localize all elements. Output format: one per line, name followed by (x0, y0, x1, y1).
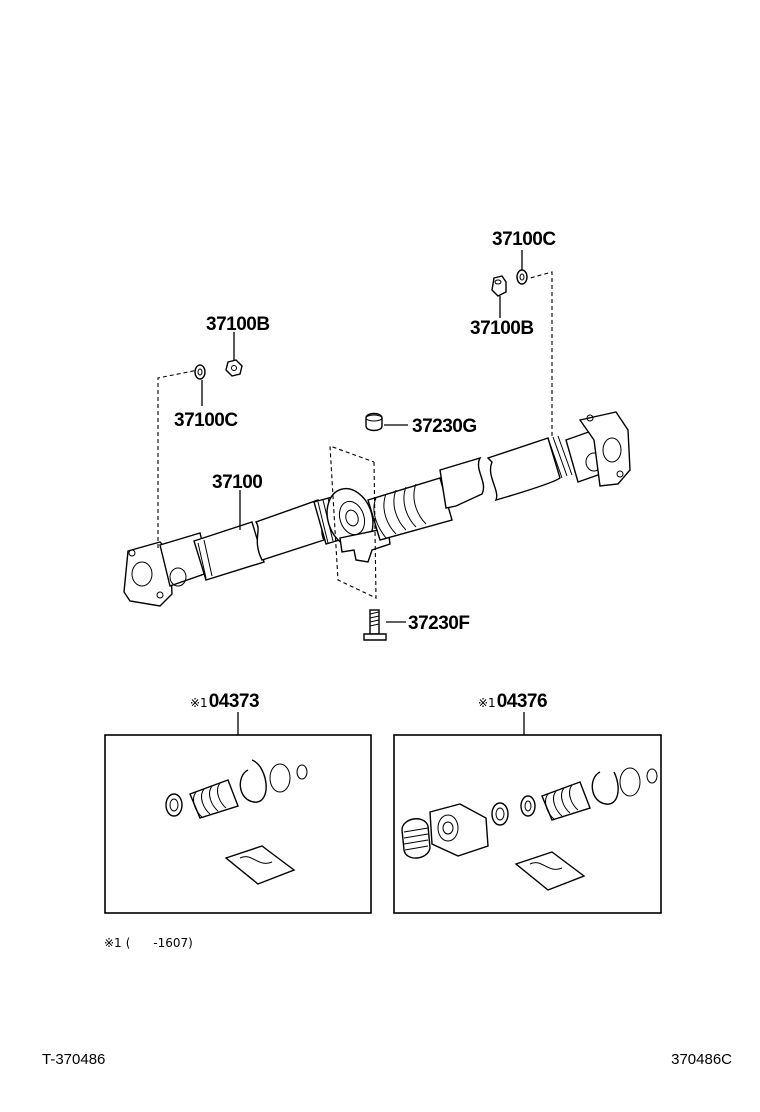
bolt-37230f (363, 609, 387, 641)
kit-04373: ※104373 (104, 691, 372, 914)
kit-04376: ※104376 (393, 691, 662, 914)
callout-37100c-left: 37100C (174, 410, 238, 431)
callout-37100b-right: 37100B (470, 318, 534, 339)
kit-04376-label: ※104376 (478, 691, 547, 712)
callout-37230g: 37230G (412, 416, 477, 437)
footnote: ※1 ( -1607) (104, 936, 193, 950)
nut-37100b-left (225, 359, 243, 377)
callout-37100: 37100 (212, 472, 262, 493)
nut-37100b-right (491, 275, 507, 297)
kit-04373-part-no: 04373 (209, 691, 259, 712)
kit-04373-box (104, 734, 372, 914)
front-tube (193, 495, 347, 581)
washer-37100c-right (516, 269, 528, 285)
kit-04373-label: ※104373 (190, 691, 259, 712)
callout-37230f: 37230F (408, 613, 469, 634)
spacer-37230g (365, 412, 383, 432)
footnote-marker: ※1 (104, 936, 122, 950)
washer-37100c-left (194, 364, 206, 380)
footer-left-code: T-370486 (42, 1051, 105, 1068)
kit-04376-marker: ※1 (478, 696, 496, 710)
kit-04373-parts (165, 759, 308, 885)
rear-yoke-flange (565, 411, 631, 487)
dashed-guide-lines (157, 271, 553, 599)
rear-tube (439, 435, 573, 509)
rear-boot (367, 477, 453, 541)
hardware-parts (194, 269, 528, 641)
propeller-shaft-assembly (123, 411, 631, 607)
front-yoke-flange (123, 532, 211, 607)
callout-37100c-top: 37100C (492, 229, 556, 250)
footer-right-code: 370486C (671, 1051, 732, 1068)
kit-04376-parts (401, 767, 658, 891)
callout-37100b-left: 37100B (206, 314, 270, 335)
part-callouts: 37100C 37100B 37100B 37100C 37230G 37100… (174, 229, 557, 634)
footnote-text: ( -1607) (126, 936, 193, 950)
kit-04376-box (393, 734, 662, 914)
leader-lines (201, 250, 523, 623)
kit-04373-marker: ※1 (190, 696, 208, 710)
kit-04376-part-no: 04376 (497, 691, 547, 712)
